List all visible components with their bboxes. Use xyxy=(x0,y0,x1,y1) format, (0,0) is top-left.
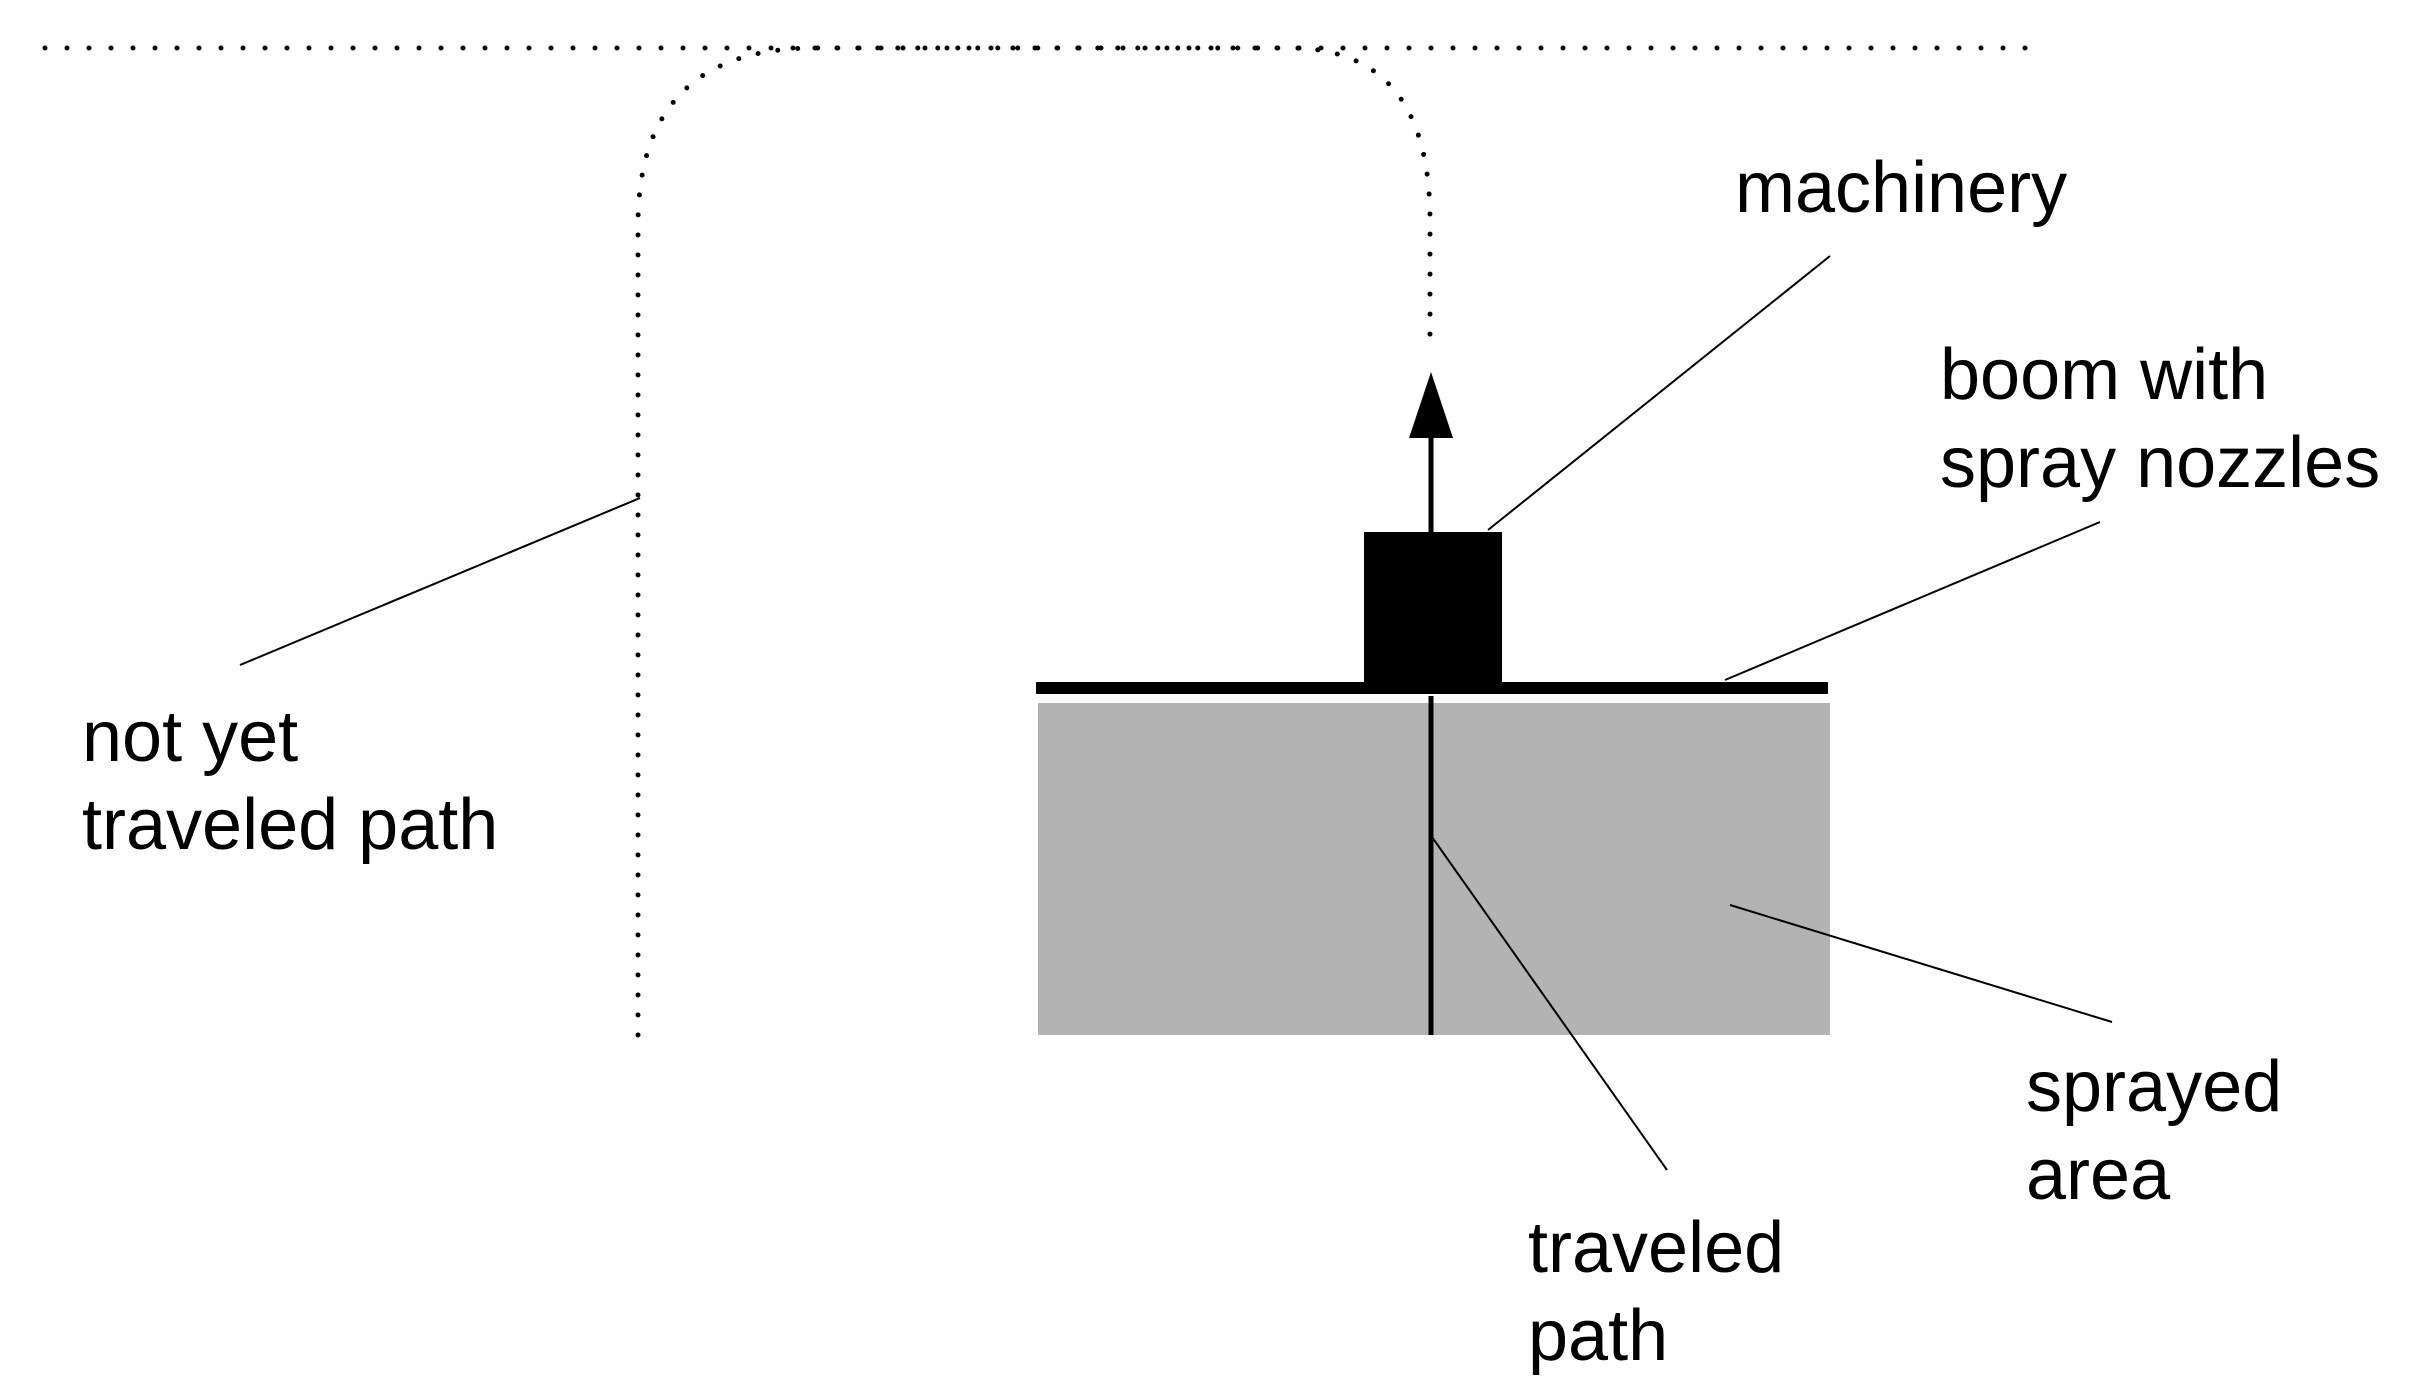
not-yet-traveled-path xyxy=(635,45,1433,1038)
machinery-block xyxy=(1364,532,1502,690)
leader-line-not-yet xyxy=(239,497,641,666)
leader-line-sprayed xyxy=(1729,904,2113,1023)
direction-arrow-head xyxy=(1409,372,1453,438)
label-not-yet-line1: not yet xyxy=(82,697,299,777)
label-sprayed-line2: area xyxy=(2026,1135,2171,1215)
label-boom-line1: boom with xyxy=(1940,335,2269,415)
label-boom-with-spray-nozzles: boom with spray nozzles xyxy=(1940,331,2380,507)
label-traveled-line2: path xyxy=(1528,1296,1669,1376)
label-machinery: machinery xyxy=(1735,144,2067,232)
leader-line-machinery xyxy=(1487,255,1831,531)
label-machinery-text: machinery xyxy=(1735,148,2068,228)
label-sprayed-line1: sprayed xyxy=(2026,1047,2283,1127)
label-not-yet-line2: traveled path xyxy=(82,785,499,865)
leader-line-boom xyxy=(1724,521,2101,681)
label-not-yet-traveled-path: not yet traveled path xyxy=(82,693,498,869)
label-sprayed-area: sprayed area xyxy=(2026,1043,2282,1219)
sprayed-area xyxy=(1038,703,1830,1035)
label-traveled-line1: traveled xyxy=(1528,1208,1785,1288)
label-traveled-path: traveled path xyxy=(1528,1204,1784,1380)
leader-line-traveled xyxy=(1431,836,1668,1171)
label-boom-line2: spray nozzles xyxy=(1940,423,2381,503)
